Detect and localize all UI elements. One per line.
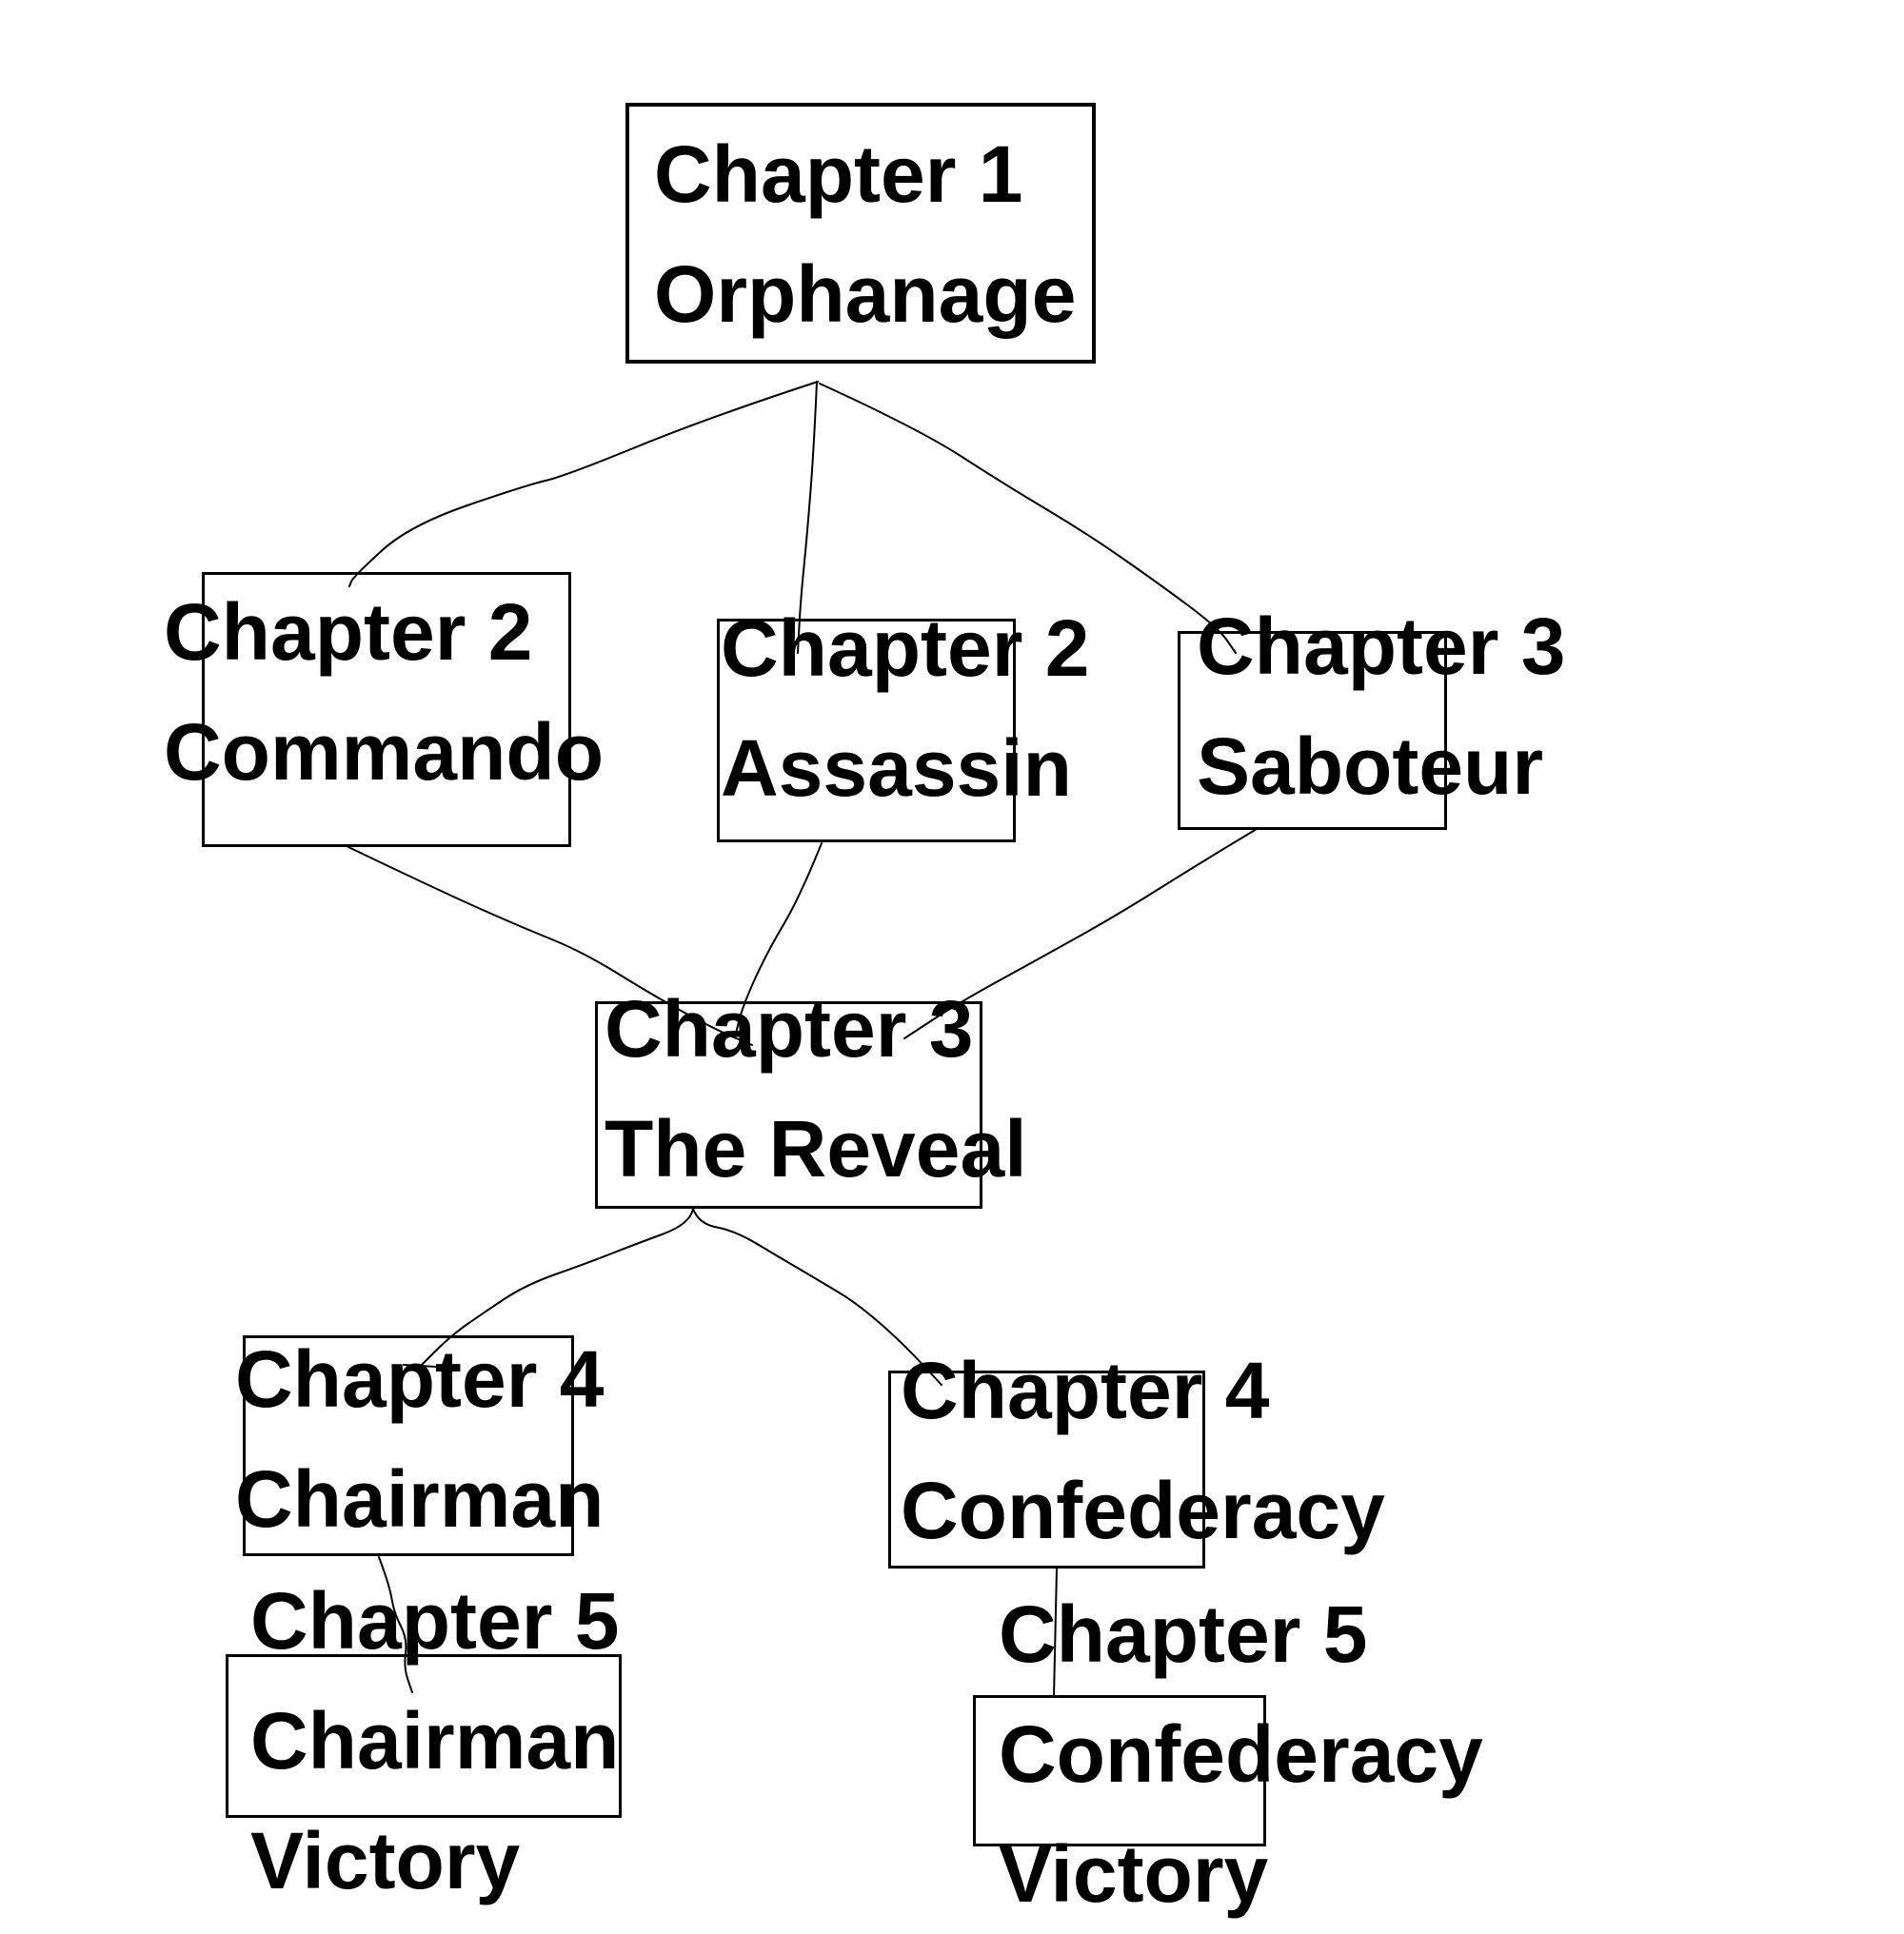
node-label-line: Orphanage bbox=[654, 249, 1077, 339]
node-label-line: Victory bbox=[999, 1829, 1269, 1919]
node-label-line: Chapter 2 bbox=[164, 587, 533, 677]
node-label-line: Chapter 1 bbox=[654, 129, 1023, 219]
node-box-chapter-1-orphanage bbox=[625, 103, 1096, 364]
node-label-line: Chairman bbox=[250, 1696, 620, 1786]
node-label-line: Confederacy bbox=[999, 1709, 1483, 1799]
node-label-line: Chapter 3 bbox=[1197, 602, 1566, 691]
node-label-line: The Reveal bbox=[605, 1104, 1027, 1194]
node-label-chapter-4-confederacy: Chapter 4 Confederacy bbox=[901, 1331, 1385, 1570]
node-label-line: Chapter 5 bbox=[250, 1576, 620, 1666]
node-box-chapter-4-chairman bbox=[243, 1335, 574, 1556]
node-label-line: Saboteur bbox=[1197, 721, 1544, 811]
node-label-line: Chapter 3 bbox=[605, 984, 974, 1074]
node-label-line: Chapter 4 bbox=[235, 1334, 605, 1424]
node-label-chapter-2-assassin: Chapter 2 Assassin bbox=[721, 588, 1089, 828]
node-box-chapter-5-chairman-victory bbox=[226, 1654, 622, 1818]
node-label-line: Assassin bbox=[721, 723, 1072, 813]
node-label-line: Chapter 4 bbox=[901, 1346, 1270, 1435]
node-label-line: Chapter 5 bbox=[999, 1589, 1368, 1679]
node-label-line: Victory bbox=[250, 1816, 521, 1905]
edge-orphanage-to-commando bbox=[348, 381, 819, 587]
node-label-chapter-1-orphanage: Chapter 1 Orphanage bbox=[654, 114, 1076, 354]
node-label-chapter-2-commando: Chapter 2 Commando bbox=[164, 572, 604, 812]
node-label-line: Chairman bbox=[235, 1454, 605, 1544]
node-label-chapter-3-the-reveal: Chapter 3 The Reveal bbox=[605, 969, 1027, 1209]
node-label-line: Commando bbox=[164, 707, 604, 797]
node-box-chapter-4-confederacy bbox=[888, 1371, 1205, 1569]
node-box-chapter-5-confederacy-victory bbox=[973, 1695, 1266, 1846]
node-label-line: Confederacy bbox=[901, 1466, 1385, 1555]
node-label-chapter-3-saboteur: Chapter 3 Saboteur bbox=[1197, 586, 1565, 826]
node-label-line: Chapter 2 bbox=[721, 603, 1090, 693]
node-box-chapter-3-saboteur bbox=[1178, 631, 1447, 830]
node-label-chapter-4-chairman: Chapter 4 Chairman bbox=[235, 1319, 604, 1559]
